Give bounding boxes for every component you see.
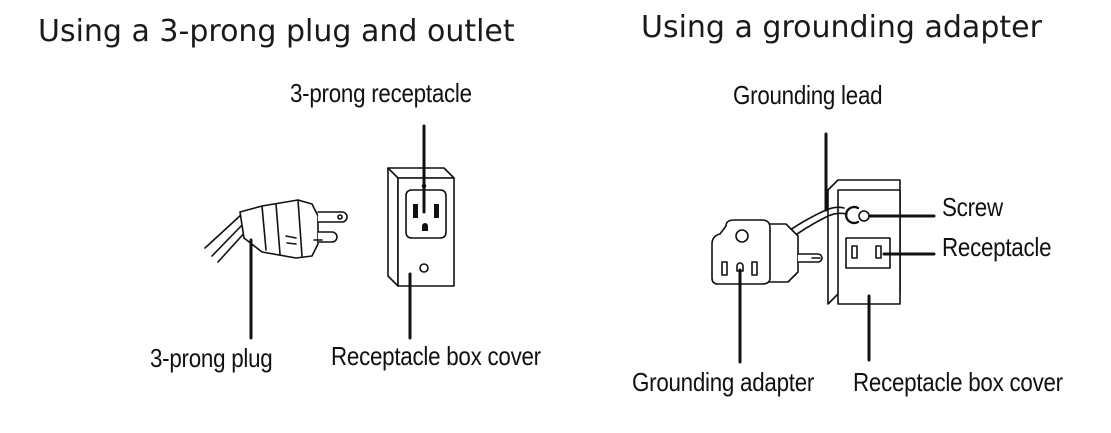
label-receptacle-box-cover-left: Receptacle box cover: [331, 341, 541, 371]
label-receptacle-box-cover-right: Receptacle box cover: [853, 367, 1063, 397]
label-3-prong-plug: 3-prong plug: [150, 343, 273, 373]
label-grounding-lead: Grounding lead: [733, 80, 883, 110]
left-panel-title: Using a 3-prong plug and outlet: [38, 14, 515, 49]
receptacle-box-cover-icon: [827, 179, 901, 305]
label-grounding-adapter: Grounding adapter: [632, 367, 815, 397]
label-screw: Screw: [942, 192, 1003, 222]
grounding-adapter-icon: [711, 205, 860, 285]
three-prong-receptacle-icon: [387, 167, 455, 287]
right-panel-title: Using a grounding adapter: [641, 10, 1042, 45]
label-3-prong-receptacle: 3-prong receptacle: [290, 78, 472, 108]
label-receptacle: Receptacle: [942, 232, 1052, 262]
three-prong-plug-icon: [204, 199, 348, 263]
